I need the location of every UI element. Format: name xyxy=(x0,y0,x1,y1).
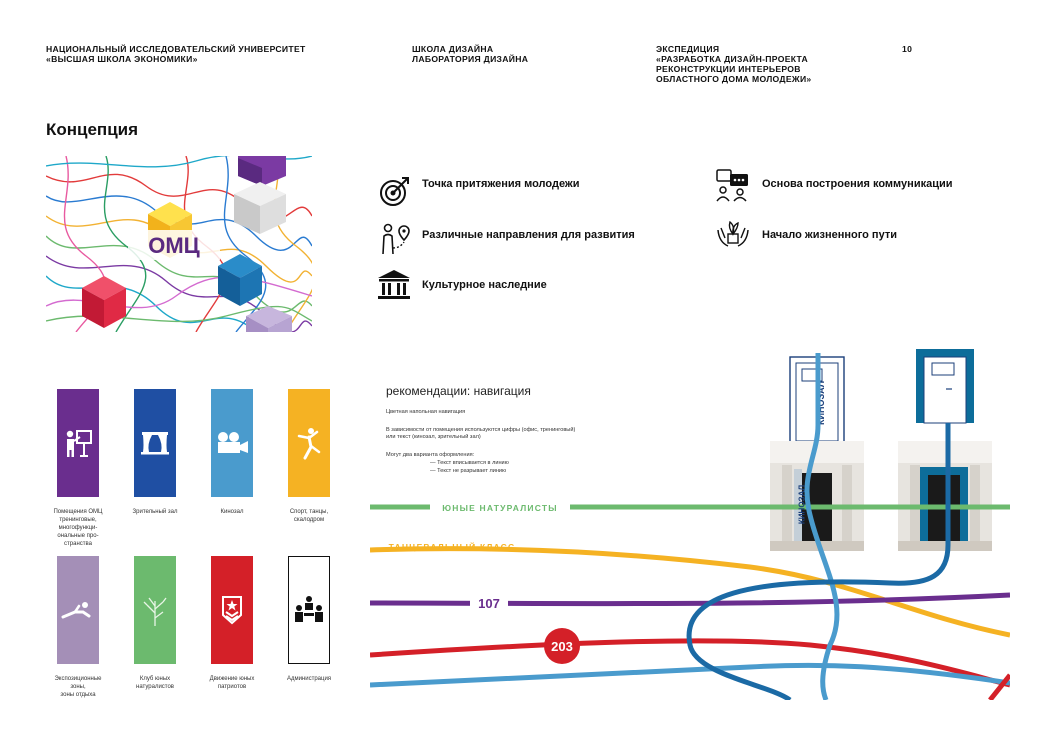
navigation-text-1: Цветная напольная навигация xyxy=(386,409,466,415)
tile-omc-rooms xyxy=(57,389,99,497)
concept-development-directions: Различные направления для развития xyxy=(422,229,635,241)
concept-life-path-start: Начало жизненного пути xyxy=(762,229,897,241)
header-exp-line1: ЭКСПЕДИЦИЯ xyxy=(656,44,720,54)
door-sketch-teal-frame xyxy=(916,349,974,424)
presenter-icon xyxy=(66,430,92,457)
navigation-text-2b: или текст (кинозал, зрительный зал) xyxy=(386,434,481,440)
colorful-lines-cubes-image: ОМЦ xyxy=(46,156,312,332)
navigation-title: рекомендации: навигация xyxy=(386,384,531,398)
badge-star-icon xyxy=(222,596,242,625)
tile-label-omc-rooms: Помещения ОМЦ тренинговые, многофункци- … xyxy=(53,509,103,547)
header-organization: НАЦИОНАЛЬНЫЙ ИССЛЕДОВАТЕЛЬСКИЙ УНИВЕРСИТ… xyxy=(46,44,306,64)
person-location-icon xyxy=(382,223,410,255)
reclining-person-icon xyxy=(61,602,91,619)
header-org-line2: «ВЫСШАЯ ШКОЛА ЭКОНОМИКИ» xyxy=(46,54,198,64)
movie-camera-icon xyxy=(218,432,248,453)
concept-cultural-heritage: Культурное наследние xyxy=(422,279,547,291)
hero-logo-text: ОМЦ xyxy=(148,233,200,258)
concept-communication-basis: Основа построения коммуникации xyxy=(762,178,953,190)
route-label-dance-class: ТАНЦЕВАЛЬНЫЙ КЛАСС xyxy=(389,541,516,552)
museum-icon xyxy=(378,270,410,299)
route-label-naturalists: ЮНЫЕ НАТУРАЛИСТЫ xyxy=(442,503,557,513)
tile-label-patriots: Движение юных патриотов xyxy=(209,676,255,690)
door-photo-label-wrap: КИНОЗАЛ xyxy=(794,470,807,546)
tile-sports xyxy=(288,389,330,497)
floor-lines-illustration: КИНОЗАЛ xyxy=(370,349,1010,700)
tile-label-administration: Администрация xyxy=(286,676,332,682)
tile-naturalists xyxy=(134,556,176,664)
header-school-line2: ЛАБОРАТОРИЯ ДИЗАЙНА xyxy=(412,54,529,64)
tile-label-cinema: Кинозал xyxy=(220,509,244,515)
room-label-107: 107 xyxy=(478,596,500,611)
tile-label-naturalists: Клуб юных натуралистов xyxy=(136,676,174,690)
header-exp-line3: РЕКОНСТРУКЦИИ ИНТЕРЬЕРОВ xyxy=(656,64,801,74)
tile-auditorium xyxy=(134,389,176,497)
tile-label-exhibition: Экспозиционные зоны, зоны отдыха xyxy=(54,676,102,698)
section-title: Концепция xyxy=(46,120,139,139)
meeting-icon xyxy=(295,596,323,622)
header-expedition: ЭКСПЕДИЦИЯ «РАЗРАБОТКА ДИЗАЙН-ПРОЕКТА РЕ… xyxy=(656,44,812,84)
tree-icon xyxy=(143,597,167,626)
navigation-text-2a: В зависимости от помещения используются … xyxy=(386,427,576,433)
tile-patriots xyxy=(211,556,253,664)
header-org-line1: НАЦИОНАЛЬНЫЙ ИССЛЕДОВАТЕЛЬСКИЙ УНИВЕРСИТ… xyxy=(46,44,306,54)
hero-illustration: ОМЦ xyxy=(46,156,312,332)
tile-cinema xyxy=(211,389,253,497)
navigation-option-2: — Текст не разрывает линию xyxy=(430,468,507,474)
door-photo-label: КИНОЗАЛ xyxy=(797,484,807,525)
page-number: 10 xyxy=(902,44,913,54)
navigation-option-1: — Текст вписывается в линию xyxy=(430,460,509,466)
door-photo-2 xyxy=(898,441,992,551)
stage-curtain-icon xyxy=(141,432,169,455)
navigation-floor-lines: КИНОЗАЛ xyxy=(370,345,1010,700)
room-label-203: 203 xyxy=(551,639,573,654)
header-school: ШКОЛА ДИЗАЙНА ЛАБОРАТОРИЯ ДИЗАЙНА xyxy=(412,44,528,64)
tile-exhibition xyxy=(57,556,99,664)
tile-label-auditorium: Зрительный зал xyxy=(132,509,178,515)
header-school-line1: ШКОЛА ДИЗАЙНА xyxy=(412,44,494,54)
header-exp-line2: «РАЗРАБОТКА ДИЗАЙН-ПРОЕКТА xyxy=(656,54,808,64)
dancer-icon xyxy=(297,428,321,460)
target-icon xyxy=(380,177,409,206)
hands-plant-icon xyxy=(717,220,749,247)
concept-youth-attraction: Точка притяжения молодежи xyxy=(422,178,580,190)
tile-label-sports: Спорт, танцы, скалодром xyxy=(289,509,329,523)
door-sketch-label: КИНОЗАЛ xyxy=(816,381,826,425)
header-exp-line4: ОБЛАСТНОГО ДОМА МОЛОДЕЖИ» xyxy=(656,74,812,84)
tile-administration xyxy=(288,556,330,664)
chat-people-icon xyxy=(716,169,748,202)
navigation-text-3: Могут два варианта оформления: xyxy=(386,452,475,458)
